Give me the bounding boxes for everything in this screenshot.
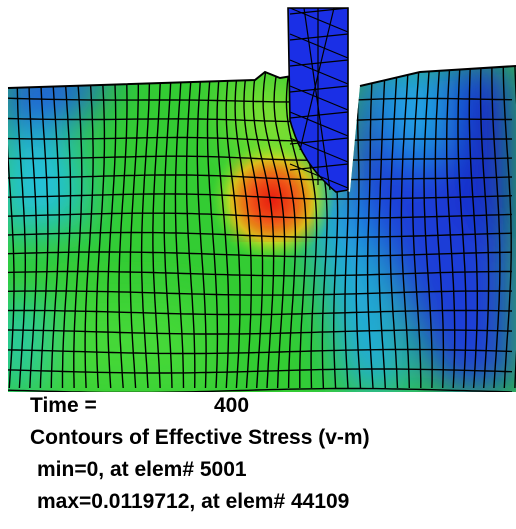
tool-mesh-line	[289, 137, 349, 163]
mesh-line	[39, 66, 49, 389]
mesh-line	[446, 66, 456, 389]
time-readout: Time = 400	[30, 392, 516, 420]
mesh-line	[8, 212, 513, 219]
tool-mesh-line	[289, 111, 349, 137]
contour-title: Contours of Effective Stress (v-m)	[30, 426, 370, 449]
mesh-line	[50, 66, 60, 389]
mesh-line	[8, 97, 513, 103]
mesh-line	[8, 368, 513, 374]
stress-contour-plot	[7, 7, 516, 392]
tool-mesh-line	[289, 163, 349, 171]
mesh-line	[468, 66, 478, 389]
mesh-line	[8, 174, 513, 181]
mesh-line	[457, 66, 467, 389]
time-label: Time =	[30, 394, 97, 417]
mesh-line	[61, 66, 72, 388]
mesh-line	[8, 117, 512, 123]
mesh-line	[8, 387, 513, 392]
tool-mesh-line	[299, 7, 335, 151]
workpiece-surface-outline	[7, 65, 516, 89]
mesh-line	[378, 66, 386, 389]
mesh-line	[84, 66, 94, 389]
mesh-line	[412, 66, 422, 388]
tool-mesh-line	[289, 33, 349, 41]
tool-mesh-line	[289, 59, 349, 67]
mesh-line	[107, 66, 117, 389]
mesh-line	[8, 329, 513, 335]
mesh-line	[434, 66, 445, 389]
mesh-line	[366, 66, 374, 389]
mesh-line	[355, 66, 362, 389]
mesh-line	[491, 66, 501, 389]
mesh-line	[423, 66, 433, 389]
mesh-line	[8, 155, 513, 162]
mesh-line	[95, 66, 106, 389]
mesh-line	[8, 231, 513, 239]
tool-mesh-line	[289, 85, 349, 111]
mesh-line	[502, 66, 512, 389]
mesh-line	[27, 66, 38, 389]
max-value-line: max=0.0119712, at elem# 44109	[37, 490, 350, 513]
tool-mesh-line	[289, 33, 349, 59]
mesh-line	[389, 66, 399, 389]
mesh-line	[8, 136, 512, 142]
mesh-line	[16, 66, 26, 389]
time-value: 400	[214, 394, 250, 417]
mesh-line	[118, 66, 128, 389]
tool-mesh-line	[289, 7, 349, 33]
tool-mesh-line	[289, 163, 349, 189]
workpiece-mesh	[8, 66, 516, 392]
mesh-line	[479, 66, 490, 389]
tool-mesh-line	[289, 85, 349, 93]
mesh-line	[8, 348, 513, 355]
min-value-line: min=0, at elem# 5001	[37, 458, 247, 481]
mesh-line	[400, 66, 410, 389]
cutting-tool	[287, 7, 349, 193]
mesh-line	[8, 251, 513, 258]
mesh-line	[8, 309, 513, 316]
mesh-line	[8, 66, 15, 389]
tool-mesh-line	[289, 7, 349, 15]
tool-mesh-line	[303, 7, 331, 191]
mesh-line	[8, 193, 513, 200]
mesh-line	[8, 270, 512, 277]
tool-mesh-line	[289, 137, 349, 145]
mesh-line	[8, 290, 513, 296]
mesh-line	[73, 66, 83, 389]
